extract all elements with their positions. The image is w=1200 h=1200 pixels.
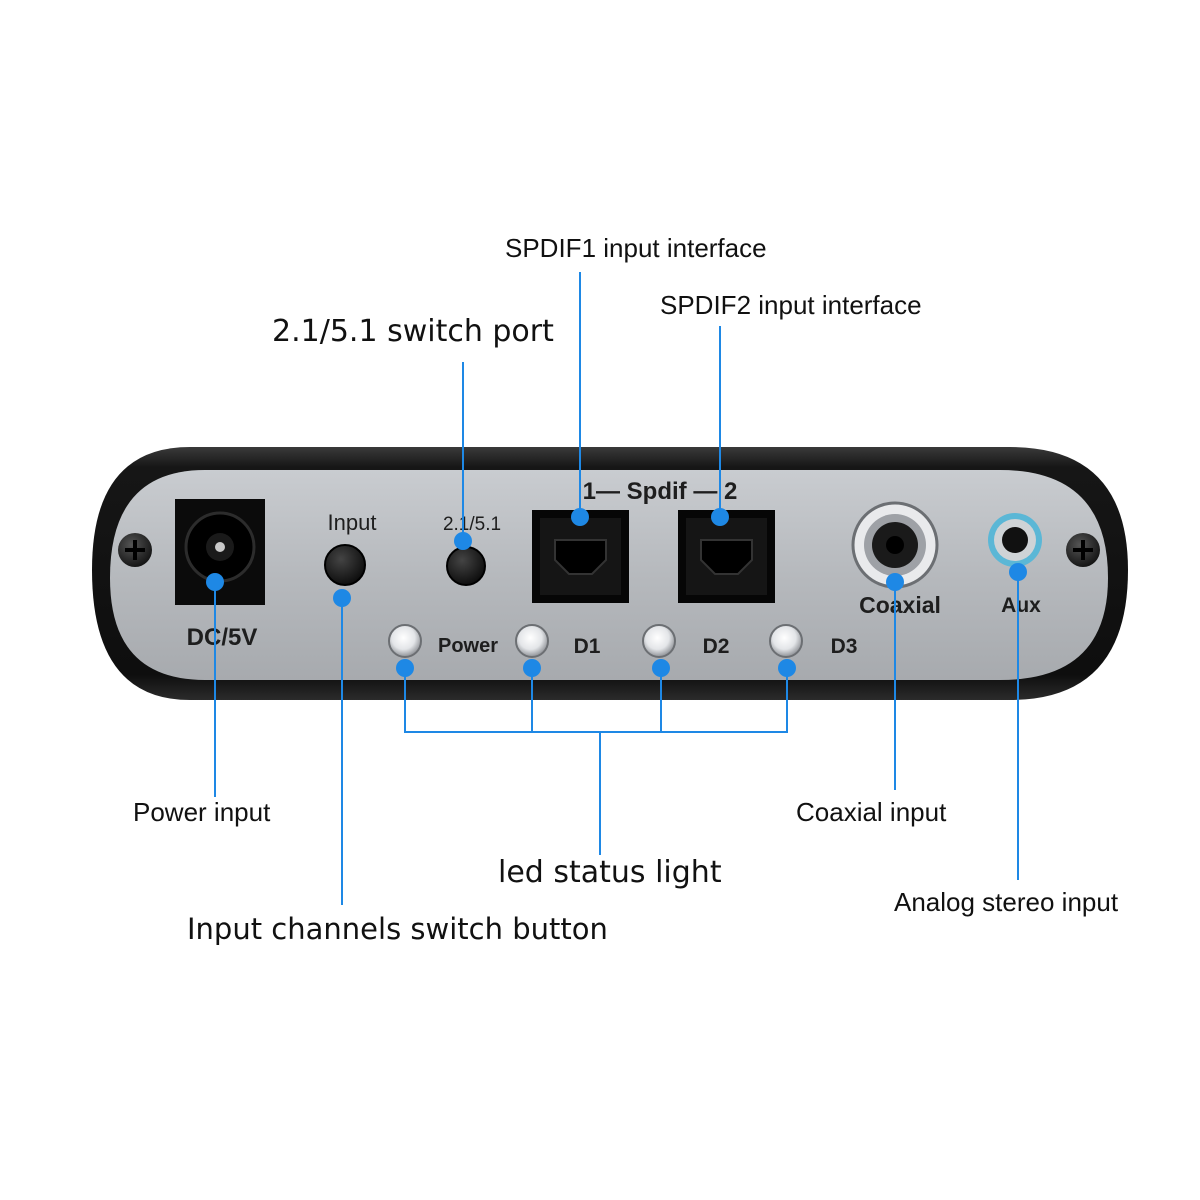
panel-label-input: Input [328, 510, 377, 535]
screw-right [1066, 533, 1100, 567]
panel-label-d2: D2 [703, 635, 730, 658]
dot-power-input [206, 573, 224, 591]
dot-led-d1 [523, 659, 541, 677]
dot-switch-port [454, 532, 472, 550]
spdif1-optical-port[interactable] [532, 510, 629, 603]
panel-label-dc: DC/5V [187, 624, 258, 651]
dot-aux [1009, 563, 1027, 581]
spdif2-optical-port[interactable] [678, 510, 775, 603]
dot-led-power [396, 659, 414, 677]
led-power [388, 624, 422, 658]
callout-input-switch: Input channels switch button [187, 912, 608, 946]
panel-label-d1: D1 [574, 635, 601, 658]
panel-label-switch: 2.1/5.1 [443, 514, 501, 535]
channel-switch-button[interactable] [446, 546, 486, 586]
callout-power-input: Power input [133, 797, 271, 827]
callout-led-status: led status light [498, 855, 722, 890]
panel-label-coaxial: Coaxial [859, 592, 941, 618]
panel-label-power: Power [438, 635, 498, 657]
aux-stereo-jack[interactable] [988, 513, 1042, 567]
dot-spdif2 [711, 508, 729, 526]
panel-label-aux: Aux [1001, 594, 1041, 617]
callout-analog-input: Analog stereo input [894, 887, 1119, 917]
callout-spdif1: SPDIF1 input interface [505, 233, 767, 263]
panel-label-d3: D3 [831, 635, 858, 658]
dot-input-switch [333, 589, 351, 607]
panel-label-spdif: 1— Spdif — 2 [583, 478, 738, 505]
input-switch-button[interactable] [324, 544, 366, 586]
leader-led-bracket [404, 668, 788, 733]
callout-spdif2: SPDIF2 input interface [660, 290, 922, 320]
dc-power-jack[interactable] [175, 499, 265, 605]
dot-spdif1 [571, 508, 589, 526]
coaxial-rca-jack[interactable] [851, 501, 939, 589]
callout-switch-port: 2.1/5.1 switch port [272, 314, 554, 349]
screw-left [118, 533, 152, 567]
callout-coaxial-input: Coaxial input [796, 797, 947, 827]
led-d2 [642, 624, 676, 658]
dot-coaxial [886, 573, 904, 591]
led-d1 [515, 624, 549, 658]
led-d3 [769, 624, 803, 658]
dot-led-d3 [778, 659, 796, 677]
dot-led-d2 [652, 659, 670, 677]
